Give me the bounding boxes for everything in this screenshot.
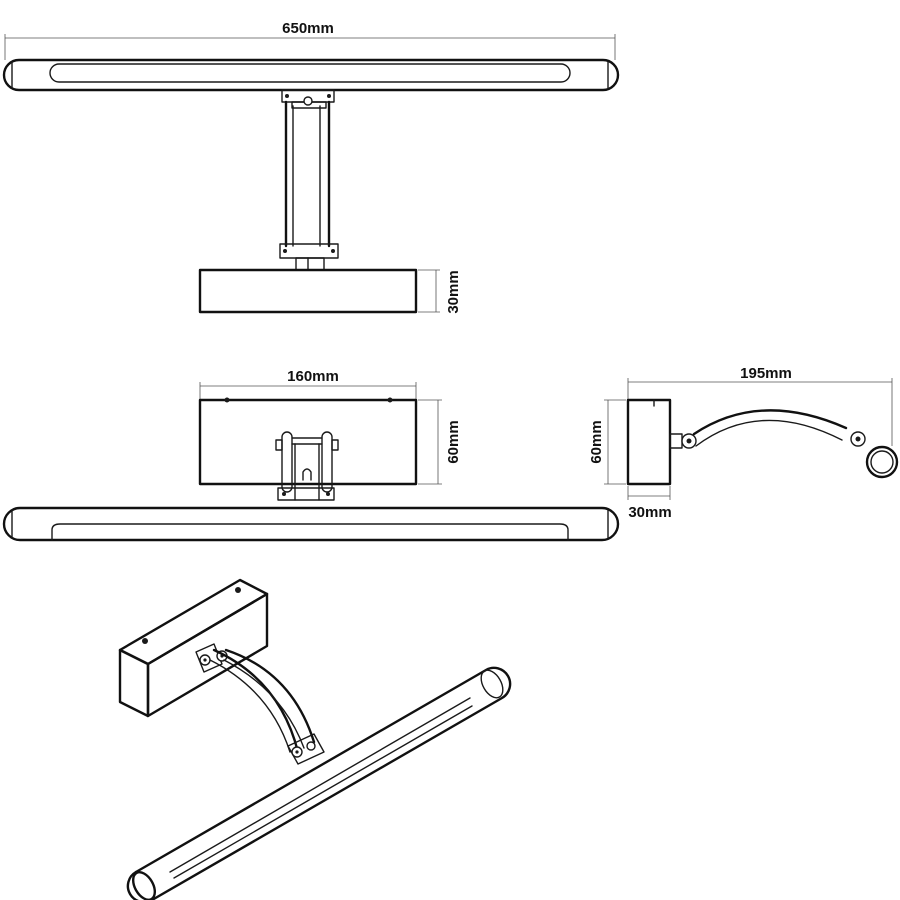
label-side-depth: 30mm <box>628 504 671 521</box>
dimension-base-depth: 30mm <box>418 269 462 314</box>
dimension-arm-reach: 195mm <box>627 365 893 446</box>
dimension-base-width: 160mm <box>199 368 417 400</box>
iso-curved-arm <box>209 648 316 754</box>
label-side-height: 60mm <box>588 420 605 463</box>
top-view: 650mm <box>2 20 620 314</box>
iso-mount-block <box>195 643 228 673</box>
wall-plate-iso <box>118 578 269 718</box>
lamp-bar-iso <box>126 666 512 900</box>
label-base-depth: 30mm <box>445 270 462 313</box>
isometric-view <box>118 578 512 900</box>
top-joint <box>281 89 335 109</box>
label-base-height: 60mm <box>445 420 462 463</box>
wall-plate-top <box>198 268 418 314</box>
dimension-side-depth: 30mm <box>627 486 672 521</box>
lamp-bar-end-circle <box>865 445 899 479</box>
bottom-joint <box>279 243 339 271</box>
front-bracket <box>275 431 339 501</box>
lamp-bar-top <box>2 58 620 92</box>
wall-plate-front <box>198 397 418 486</box>
lamp-bar-front <box>2 506 620 542</box>
front-view: 160mm 60mm <box>2 368 620 542</box>
iso-lower-joint <box>287 733 325 765</box>
side-arm <box>669 409 899 479</box>
wall-plate-side <box>626 398 672 486</box>
label-base-width: 160mm <box>287 368 339 385</box>
dimension-side-height: 60mm <box>588 399 626 485</box>
dimension-base-height: 60mm <box>418 399 462 485</box>
dimension-overall-width: 650mm <box>4 20 616 60</box>
arm-rails-top <box>284 100 331 248</box>
label-arm-reach: 195mm <box>740 365 792 382</box>
label-overall-width: 650mm <box>282 20 334 37</box>
side-view: 195mm 60mm 30mm <box>588 365 899 521</box>
